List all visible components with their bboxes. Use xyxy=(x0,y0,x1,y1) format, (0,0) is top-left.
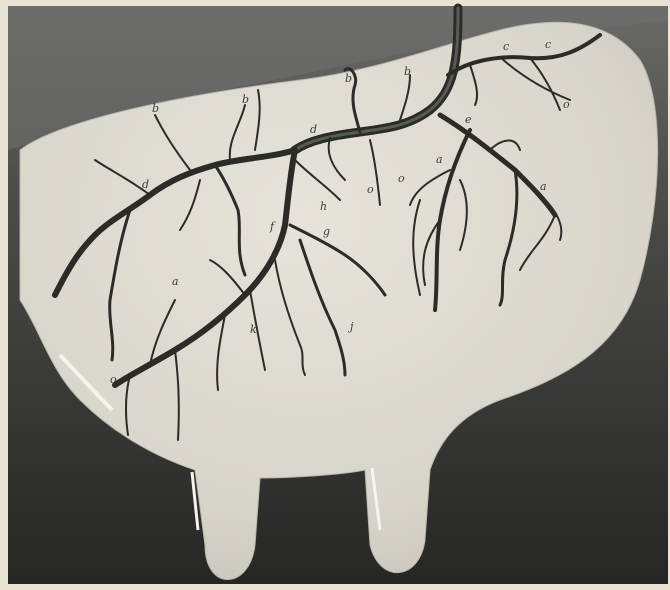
label-a-1: a xyxy=(172,275,179,288)
label-e-1: e xyxy=(465,113,472,126)
label-c-1: c xyxy=(503,40,509,53)
label-o-2: o xyxy=(398,172,405,185)
label-a-3: a xyxy=(540,180,547,193)
label-o-3: o xyxy=(563,98,570,111)
label-k-1: k xyxy=(250,323,257,336)
label-o-1: o xyxy=(367,183,374,196)
label-d-1: d xyxy=(142,178,149,191)
label-a-2: a xyxy=(436,153,443,166)
label-g-1: g xyxy=(323,225,330,238)
label-b-2: b xyxy=(242,93,249,106)
label-b-1: b xyxy=(152,102,159,115)
label-b-3: b xyxy=(345,72,352,85)
label-o-4: o xyxy=(110,373,117,386)
label-c-2: c xyxy=(545,38,551,51)
label-h-1: h xyxy=(320,200,327,213)
label-b-4: b xyxy=(404,65,411,78)
label-d-2: d xyxy=(310,123,317,136)
